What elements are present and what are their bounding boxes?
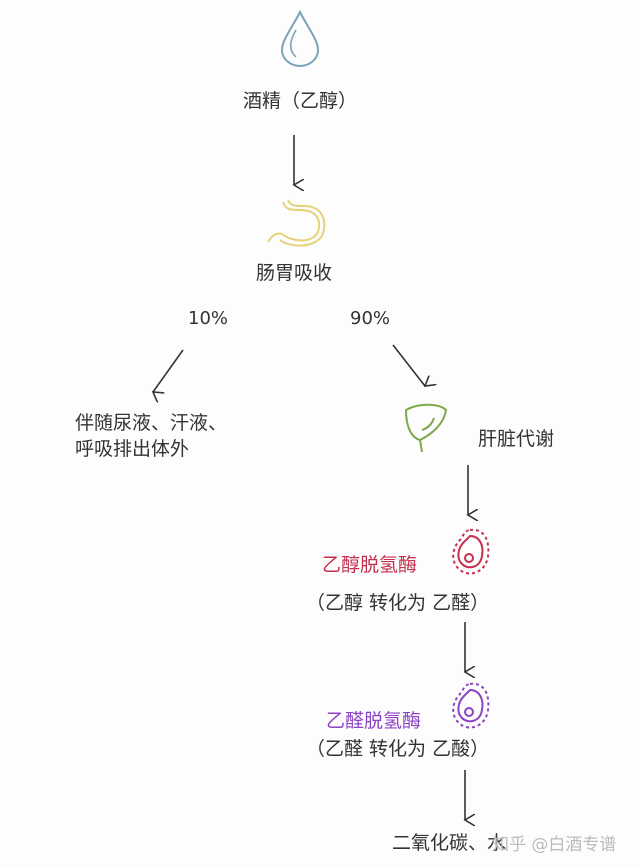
right-percent: 90%	[350, 308, 391, 329]
enzyme1-desc: （乙醇 转化为 乙醛）	[306, 592, 490, 614]
alcohol-label: 酒精（乙醇）	[243, 90, 358, 112]
enzyme2-desc: （乙醛 转化为 乙酸）	[306, 738, 490, 760]
watermark: 知乎 @白酒专谱	[492, 835, 617, 855]
excretion-line2: 呼吸排出体外	[75, 438, 190, 460]
enzyme2-label: 乙醛脱氢酶	[326, 710, 422, 732]
stomach-icon	[267, 199, 326, 247]
drop-highlight	[289, 29, 297, 58]
enzyme1-icon	[452, 528, 490, 575]
excretion-line1: 伴随尿液、汗液、	[75, 412, 228, 434]
water-drop-icon	[280, 9, 320, 67]
liver-icon	[404, 403, 448, 453]
arrow-left	[153, 349, 184, 392]
enzyme2-icon	[452, 682, 490, 729]
arrow-right	[392, 344, 425, 386]
liver-label: 肝脏代谢	[478, 428, 555, 450]
left-percent: 10%	[188, 308, 229, 329]
absorb-label: 肠胃吸收	[256, 262, 333, 284]
enzyme1-label: 乙醇脱氢酶	[322, 554, 418, 576]
final-products: 二氧化碳、水	[392, 832, 507, 854]
